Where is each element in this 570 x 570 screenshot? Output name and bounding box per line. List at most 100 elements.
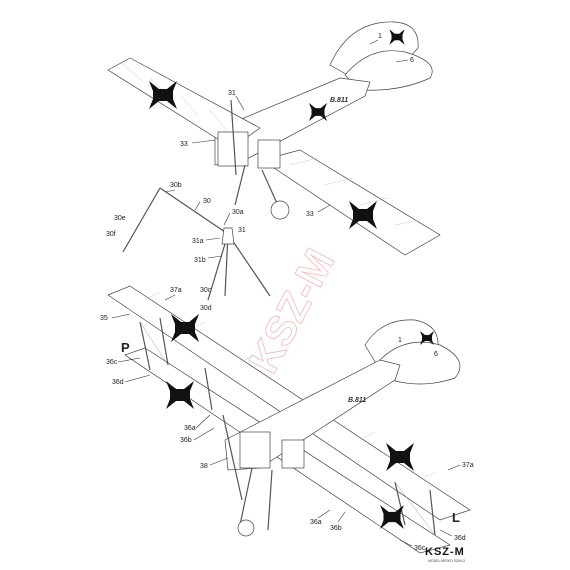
label-35: 35 <box>100 315 108 322</box>
label-30b: 30b <box>170 182 182 189</box>
leader-line <box>191 139 216 144</box>
leader-line <box>164 189 176 193</box>
label-36a-1: 36a <box>184 425 196 432</box>
wing-rib <box>299 392 316 401</box>
leader-line <box>111 313 131 319</box>
strut-leg <box>122 187 161 253</box>
label-36b-1: 36b <box>180 437 192 444</box>
leader-line <box>205 237 221 241</box>
interplane-strut <box>139 321 151 371</box>
logo-name: KSZ-M <box>425 546 465 558</box>
leader-line <box>117 357 141 363</box>
wing-rib <box>239 354 256 363</box>
label-30c: 30c <box>200 287 212 294</box>
label-36d-1: 36d <box>112 379 124 386</box>
cross-marking <box>389 29 405 45</box>
radiator <box>281 439 305 469</box>
wing-left-upper <box>107 57 261 149</box>
leader-line <box>317 204 331 213</box>
label-30f: 30f <box>106 231 116 238</box>
wing-rib <box>209 109 229 133</box>
cross-marking <box>308 102 328 122</box>
wheel <box>237 519 255 537</box>
gear-strut <box>234 164 246 206</box>
leader-line <box>337 511 346 523</box>
label-1: 1 <box>378 33 382 40</box>
gear-strut <box>267 469 273 531</box>
leader-line <box>399 539 413 547</box>
label-37a-1: 37a <box>170 287 182 294</box>
label-33a: 33 <box>180 141 188 148</box>
label-36c-1: 36c <box>106 359 118 366</box>
leader-line <box>195 414 211 429</box>
interplane-strut <box>429 489 436 536</box>
leader-line <box>395 59 409 63</box>
leader-line <box>209 457 229 466</box>
tail-plane <box>344 50 433 91</box>
wing-rib <box>121 62 144 83</box>
wing-rib <box>359 197 389 206</box>
interplane-strut <box>159 317 169 366</box>
leader-line <box>317 509 331 519</box>
leader-line <box>124 374 151 383</box>
bracing-wire <box>394 481 436 536</box>
label-33b: 33 <box>306 211 314 218</box>
cross-marking <box>386 443 414 471</box>
side-mark-left: P <box>121 340 130 355</box>
leader-line <box>369 39 379 45</box>
wing-rib <box>144 291 161 301</box>
strut-leg <box>159 187 229 235</box>
label-30a: 30a <box>232 209 244 216</box>
registration-top: B.811 <box>330 97 348 104</box>
propeller <box>230 99 237 176</box>
label-31: 31 <box>228 90 236 97</box>
interplane-strut <box>394 481 406 526</box>
cross-marking <box>171 314 199 342</box>
propeller <box>222 414 243 501</box>
bottom-aircraft: B.811 <box>107 285 471 554</box>
leader-line <box>235 95 245 111</box>
leader-line <box>193 427 215 441</box>
top-aircraft: B.811 <box>107 21 441 256</box>
cross-marking <box>149 81 177 109</box>
label-1b: 1 <box>398 337 402 344</box>
cross-marking <box>420 331 434 345</box>
label-36b-2: 36b <box>330 525 342 532</box>
label-6b: 6 <box>434 351 438 358</box>
logo-subtitle: MODELARSKO SZKŁO <box>428 559 465 563</box>
tail-plane <box>379 341 461 385</box>
leader-line <box>223 212 231 226</box>
label-36d-2: 36d <box>454 535 466 542</box>
cross-marking <box>349 201 377 229</box>
label-30d: 30d <box>200 305 212 312</box>
label-36a-2: 36a <box>310 519 322 526</box>
label-6: 6 <box>410 57 414 64</box>
leader-line <box>447 464 461 471</box>
label-36c-2: 36c <box>414 545 426 552</box>
interplane-strut <box>204 367 213 411</box>
strut-detail <box>122 187 271 301</box>
label-31c: 31 <box>238 227 246 234</box>
side-mark-right: L <box>452 510 460 525</box>
upper-wing <box>107 285 471 521</box>
wing-rib <box>359 431 376 441</box>
label-31a: 31a <box>192 238 204 245</box>
cross-marking <box>380 505 404 529</box>
watermark-text: KSZ-M <box>239 241 343 380</box>
wing-rib <box>324 177 353 186</box>
ksz-logo: KSZ-M MODELARSKO SZKŁO <box>425 546 465 563</box>
leader-line <box>194 201 201 211</box>
label-31b: 31b <box>194 257 206 264</box>
wing-rib <box>419 471 436 481</box>
label-30e: 30e <box>114 215 126 222</box>
radiator <box>257 139 281 169</box>
strut-joint <box>221 227 235 245</box>
label-37a-2: 37a <box>462 462 474 469</box>
label-30: 30 <box>203 198 211 205</box>
leader-line <box>207 255 223 259</box>
bracing-wire <box>139 321 169 366</box>
wing-rib <box>394 219 421 226</box>
strut-leg <box>207 233 229 301</box>
engine-block <box>239 431 271 469</box>
